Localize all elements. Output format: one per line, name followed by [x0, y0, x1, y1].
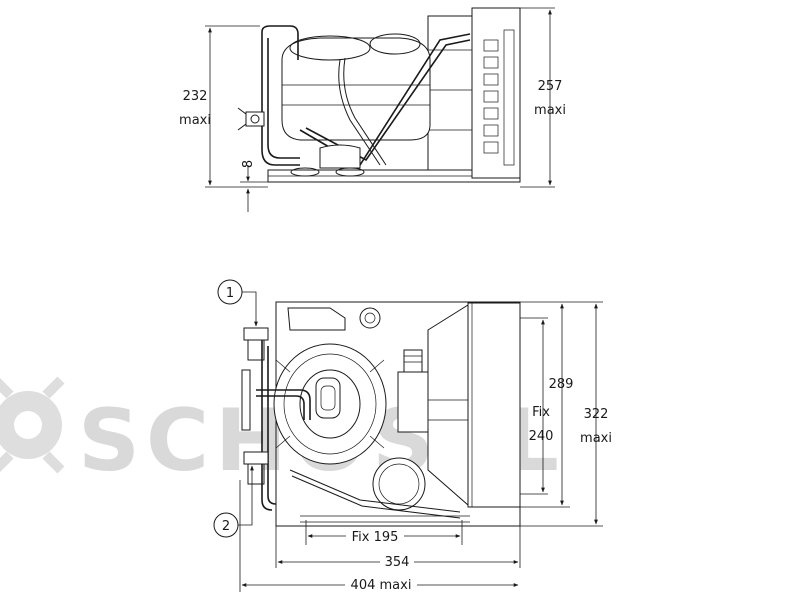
- top-condenser: [427, 302, 521, 508]
- dim-label-240: 240: [529, 429, 554, 444]
- callout-1-label: 1: [226, 286, 234, 301]
- dim-label-404-maxi: 404 maxi: [351, 578, 412, 593]
- callout-2-label: 2: [222, 519, 230, 534]
- top-view: 1 2 Fix 240 289 322 maxi Fix 195: [213, 279, 612, 593]
- side-service-valve-icon: [237, 107, 265, 131]
- watermark-logo-icon: [0, 376, 65, 474]
- callout-1: 1: [217, 279, 258, 327]
- dim-label-289: 289: [549, 377, 574, 392]
- side-feet: [290, 144, 365, 177]
- dim-label-257: 257: [538, 79, 563, 94]
- dim-label-322-maxi: maxi: [580, 431, 612, 446]
- dim-label-257-maxi: maxi: [534, 103, 566, 118]
- dim-label-232: 232: [183, 89, 208, 104]
- callout-2: 2: [213, 465, 254, 538]
- side-view: 232 maxi 257 maxi 8: [179, 7, 566, 212]
- top-tubing: [256, 307, 461, 519]
- top-compressor: [273, 343, 387, 465]
- side-condenser: [427, 7, 521, 179]
- dim-label-322: 322: [584, 407, 609, 422]
- dim-label-354: 354: [385, 555, 410, 570]
- side-compressor: [281, 33, 431, 141]
- dim-label-232-maxi: maxi: [179, 113, 211, 128]
- top-service-valves: [241, 327, 269, 485]
- dim-label-fix: Fix: [532, 405, 550, 420]
- dim-label-fix-195: Fix 195: [352, 530, 399, 545]
- top-receiver: [359, 307, 426, 511]
- dim-label-8: 8: [241, 160, 256, 168]
- top-fan-motor: [397, 349, 429, 433]
- valve-2-icon: [243, 451, 269, 465]
- valve-1-icon: [243, 327, 269, 341]
